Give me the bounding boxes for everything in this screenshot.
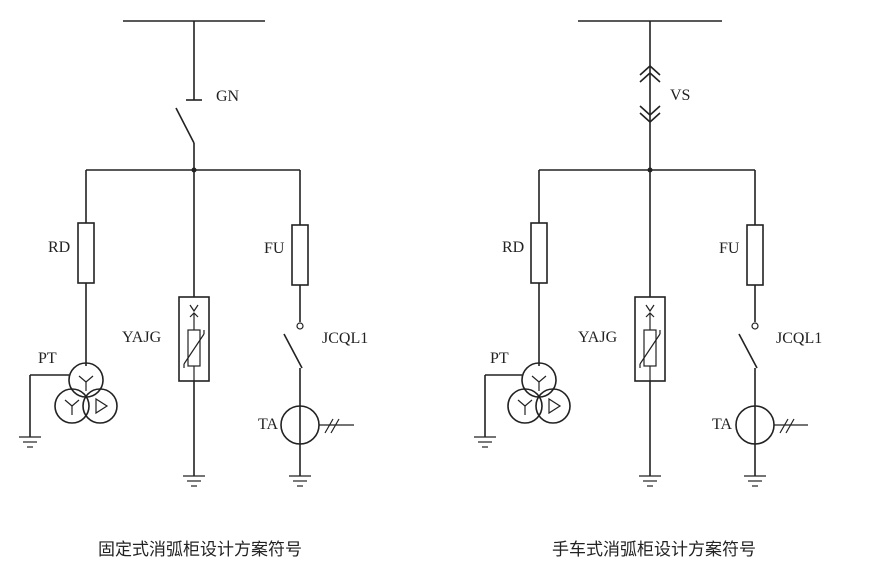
fu-label: FU [719, 240, 740, 257]
ground-symbol [638, 475, 662, 487]
jcql-label: JCQL1 [322, 330, 368, 347]
ta-label: TA [712, 416, 732, 433]
switch-label: VS [670, 87, 690, 104]
fuse-fu [746, 224, 764, 286]
voltage-transformer-pt [54, 362, 118, 424]
switch-label: GN [216, 88, 240, 105]
isolating-switch-gn [175, 99, 202, 170]
fu-label: FU [264, 240, 285, 257]
caption: 手车式消弧柜设计方案符号 [552, 540, 756, 560]
yajg-label: YAJG [122, 329, 162, 346]
fuse-rd [530, 222, 548, 284]
ground-symbol [182, 475, 206, 487]
vacuum-switch-vs [639, 64, 661, 124]
fuse-fu [291, 224, 309, 286]
ground-symbol [288, 475, 312, 487]
ground-symbol [743, 475, 767, 487]
ta-label: TA [258, 416, 278, 433]
rd-label: RD [48, 239, 70, 256]
fixed-cabinet-diagram: GN RD PT [18, 20, 368, 560]
ground-symbol [18, 436, 42, 448]
rd-label: RD [502, 239, 524, 256]
voltage-transformer-pt [507, 362, 571, 424]
fuse-rd [77, 222, 95, 284]
contactor-jcql1 [738, 333, 758, 406]
ground-symbol [473, 436, 497, 448]
yajg-label: YAJG [578, 329, 618, 346]
caption: 固定式消弧柜设计方案符号 [98, 540, 302, 560]
pt-label: PT [38, 350, 57, 367]
contactor-jcql1 [283, 333, 303, 406]
handcart-cabinet-diagram: VS RD PT [473, 20, 822, 560]
pt-label: PT [490, 350, 509, 367]
jcql-label: JCQL1 [776, 330, 822, 347]
